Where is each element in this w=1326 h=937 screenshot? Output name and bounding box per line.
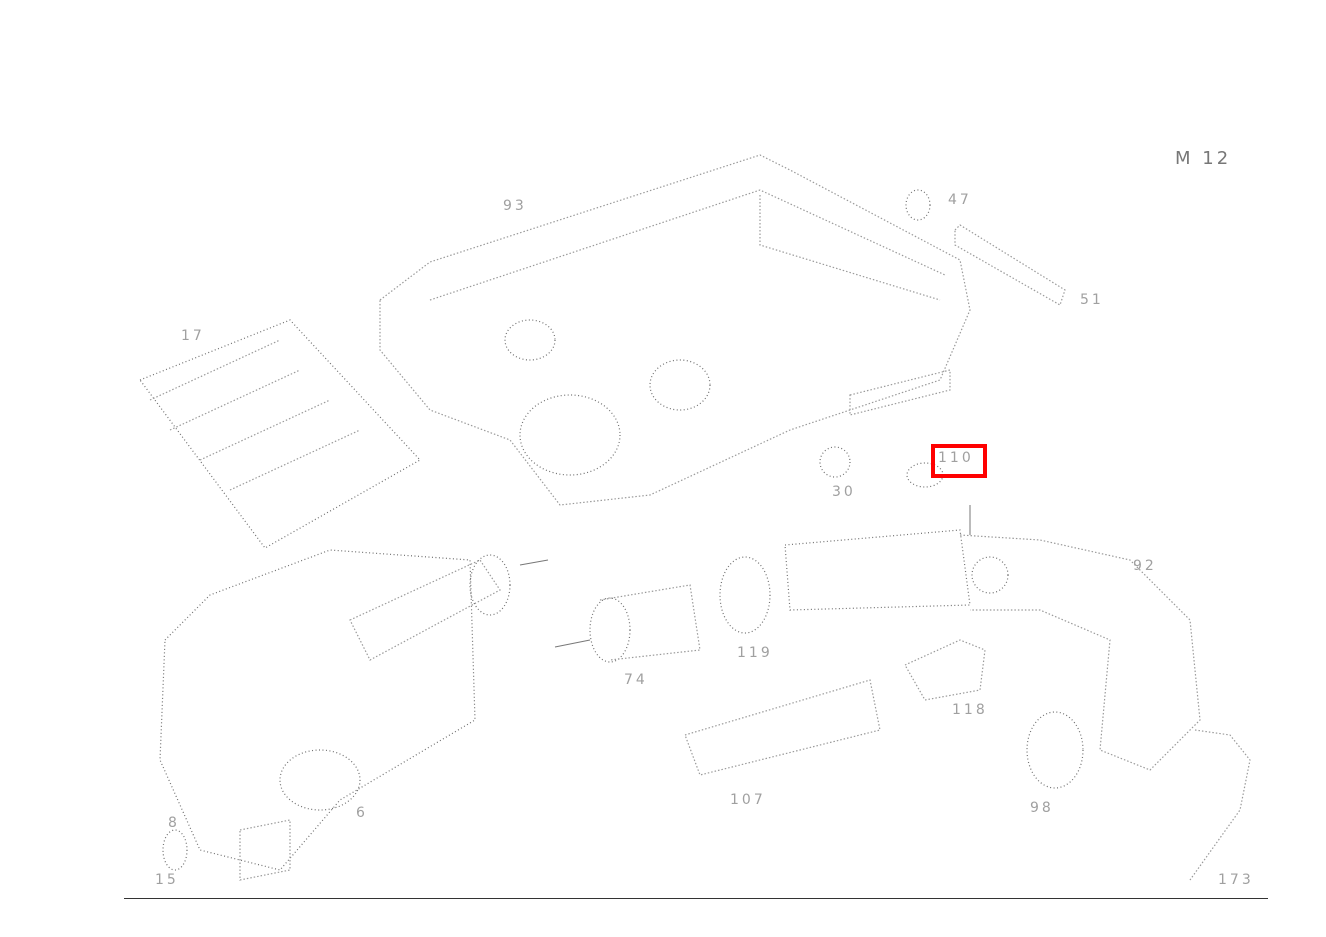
- part-label-highlighted: 110: [938, 450, 974, 466]
- part-label: 47: [948, 192, 972, 208]
- part-label: 119: [737, 645, 773, 661]
- part-label: 118: [952, 702, 988, 718]
- part-label: 15: [155, 872, 179, 888]
- part-label: 93: [503, 198, 527, 214]
- part-label: 51: [1080, 292, 1104, 308]
- part-label: 17: [181, 328, 205, 344]
- part-label: 173: [1218, 872, 1254, 888]
- part-label: 92: [1133, 558, 1157, 574]
- engine-cover: [379, 154, 971, 506]
- part-label: 98: [1030, 800, 1054, 816]
- part-label: 30: [832, 484, 856, 500]
- intake-hoses: [589, 529, 1251, 881]
- baseline-divider: [124, 898, 1268, 899]
- sheet-code: M 12: [1175, 148, 1232, 169]
- highlighted-part-marker[interactable]: [931, 444, 987, 478]
- air-filter-element: [139, 319, 421, 549]
- air-filter-housing: [159, 549, 511, 881]
- part-label: 74: [624, 672, 648, 688]
- part-label: 6: [356, 805, 368, 821]
- seal-strip: [905, 189, 1066, 306]
- part-label: 8: [168, 815, 180, 831]
- part-label: 107: [730, 792, 766, 808]
